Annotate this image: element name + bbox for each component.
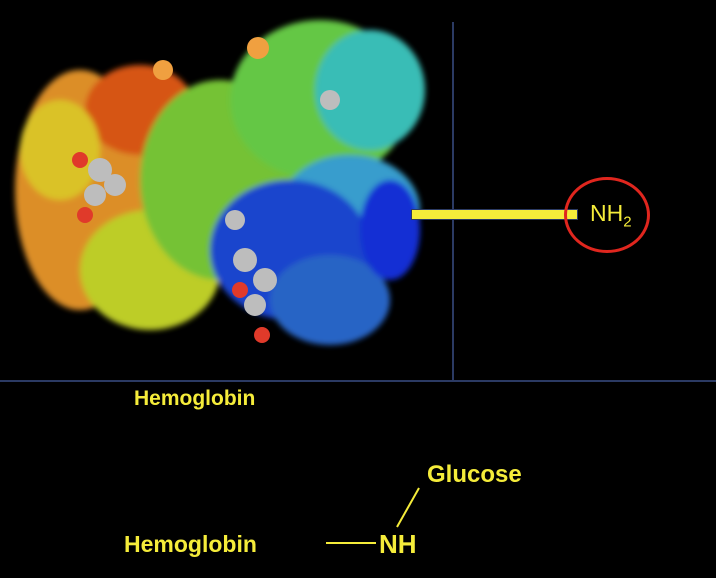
vertical-divider	[452, 22, 454, 381]
glucose-label: Glucose	[427, 461, 522, 488]
glucose-bond-line	[396, 487, 420, 528]
reaction-hemoglobin-label: Hemoglobin	[124, 531, 257, 557]
bond-line	[326, 542, 376, 544]
reaction-nh-label: NH	[379, 529, 417, 559]
hemoglobin-structure-image	[15, 20, 425, 345]
horizontal-divider	[0, 380, 716, 382]
nh2-label: NH2	[590, 200, 632, 231]
n-terminus-pointer-bar	[411, 209, 578, 220]
nh2-main: NH	[590, 200, 624, 226]
highlight-circle	[564, 177, 650, 253]
nh2-subscript: 2	[623, 213, 632, 231]
hemoglobin-caption: Hemoglobin	[134, 387, 256, 410]
